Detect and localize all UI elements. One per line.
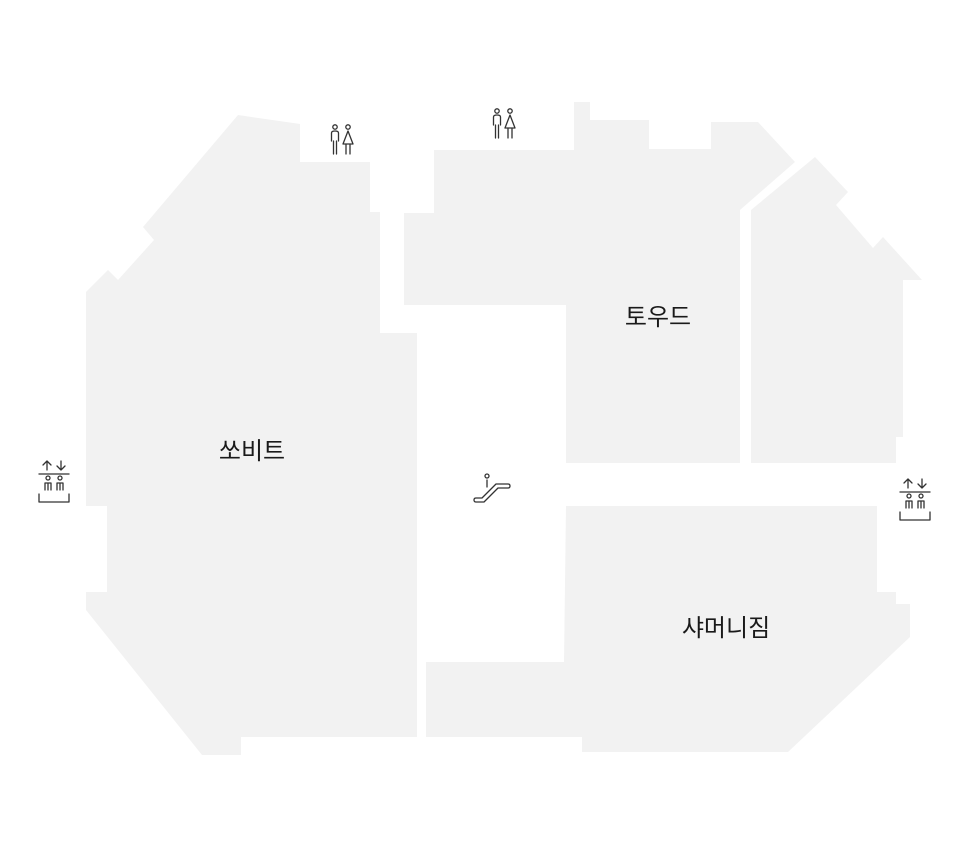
store-shamanism-label: 샤머니짐 <box>682 614 770 642</box>
escalator-icon <box>473 473 511 503</box>
restroom-icon <box>492 108 516 139</box>
store-sobit[interactable]: 쏘비트 <box>86 115 417 755</box>
store-shamanism-area[interactable] <box>426 506 910 752</box>
store-toud[interactable]: 토우드 <box>404 102 795 463</box>
restroom-icon <box>330 124 354 155</box>
store-toud-label: 토우드 <box>625 303 691 331</box>
store-shamanism[interactable]: 샤머니짐 <box>426 506 910 752</box>
store-far-right-area[interactable] <box>751 157 922 463</box>
elevator-icon <box>899 478 931 521</box>
elevator-icon <box>38 460 70 503</box>
store-toud-area[interactable] <box>404 102 795 463</box>
store-sobit-label: 쏘비트 <box>219 437 285 465</box>
store-far-right[interactable] <box>751 157 922 463</box>
store-sobit-area[interactable] <box>86 115 417 755</box>
